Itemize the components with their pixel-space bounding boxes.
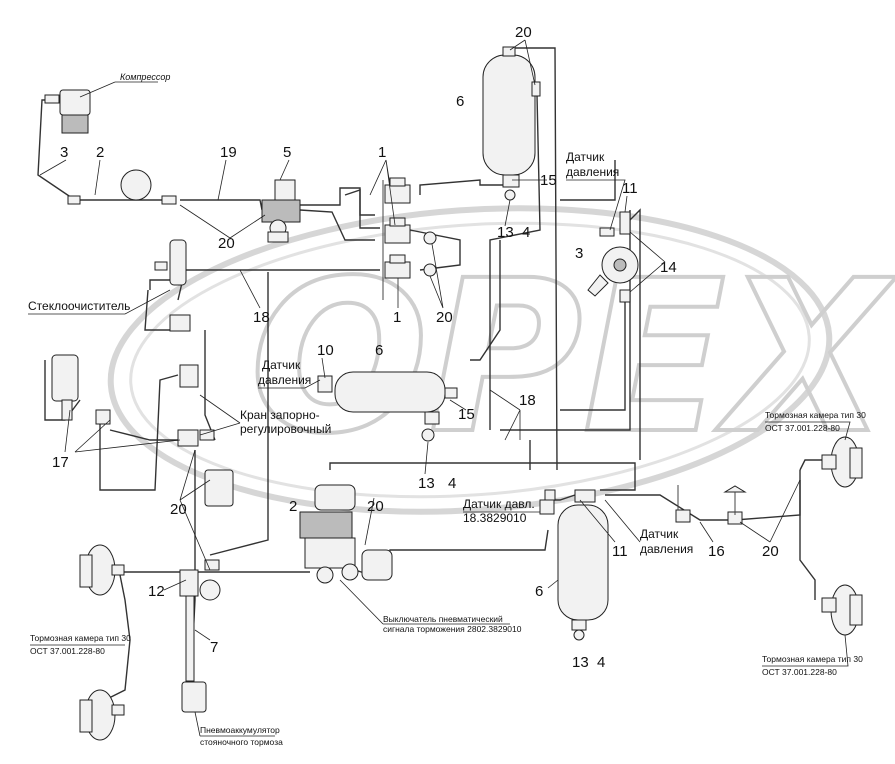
callout-numbers: 3 2 19 5 20 1 20 6 15 13 4 11 3 14 18 1 … — [52, 24, 779, 671]
brake-chamber-right-bottom — [821, 584, 863, 636]
brake-chamber-left-bottom — [79, 689, 125, 741]
accumulator-label-2: стояночного тормоза — [200, 737, 283, 747]
left-valves — [51, 314, 234, 507]
sensor-label-bottom-2: давления — [640, 542, 693, 556]
washer-reservoir — [154, 239, 187, 286]
switch-label-2: сигнала торможения 2802.3829010 — [383, 624, 522, 634]
callout-20-a: 20 — [218, 235, 235, 252]
callout-17: 17 — [52, 454, 69, 471]
sensor-label-top-2: давления — [566, 165, 619, 179]
callout-6-bottom: 6 — [535, 583, 543, 600]
callout-20-valve: 20 — [367, 498, 384, 515]
callout-13-top: 13 — [497, 224, 514, 241]
callout-18-left: 18 — [253, 309, 270, 326]
callout-6-top: 6 — [456, 93, 464, 110]
callout-4-bottom: 4 — [597, 654, 605, 671]
callout-2: 2 — [96, 144, 104, 161]
text-labels: Стеклоочиститель Датчик давления Датчик … — [28, 150, 866, 747]
callout-11-top: 11 — [622, 180, 638, 197]
receiver-middle — [317, 371, 458, 442]
callout-4-top: 4 — [522, 224, 530, 241]
callout-13-mid: 13 — [418, 475, 435, 492]
accumulator-label-1: Пневмоаккумулятор — [200, 725, 280, 735]
callout-16: 16 — [708, 543, 725, 560]
compressor-label: Компрессор — [120, 72, 170, 82]
chamber-left-std: ОСТ 37.001.228-80 — [30, 646, 105, 656]
callout-20-top: 20 — [515, 24, 532, 41]
callout-leaders — [39, 39, 801, 641]
callout-14: 14 — [660, 259, 677, 276]
callout-2-bottom: 2 — [289, 498, 297, 515]
callout-19: 19 — [220, 144, 237, 161]
watermark-text: OPEX — [250, 235, 895, 480]
chamber-right-bottom-title: Тормозная камера тип 30 — [762, 654, 863, 664]
callout-4-mid: 4 — [448, 475, 456, 492]
callout-3: 3 — [60, 144, 68, 161]
callout-15-mid: 15 — [458, 406, 475, 423]
spring-accumulator — [179, 559, 221, 713]
valve-label-1: Кран запорно- — [240, 408, 320, 422]
callout-20-right: 20 — [762, 543, 779, 560]
chamber-right-bottom-std: ОСТ 37.001.228-80 — [762, 667, 837, 677]
pressure-sensor-small — [539, 489, 556, 515]
brake-valve — [299, 484, 393, 584]
chamber-left-title: Тормозная камера тип 30 — [30, 633, 131, 643]
callout-3-right: 3 — [575, 245, 583, 262]
callout-10: 10 — [317, 342, 334, 359]
pressure-gauge-unit — [587, 211, 639, 303]
sensor-short-label: Датчик давл. — [463, 497, 535, 511]
callout-7: 7 — [210, 639, 218, 656]
callout-18-right: 18 — [519, 392, 536, 409]
washer-label: Стеклоочиститель — [28, 299, 130, 313]
callout-20-mid: 20 — [436, 309, 453, 326]
sensor-code-label: 18.3829010 — [463, 511, 527, 525]
sensor-label-mid-2: давления — [258, 373, 311, 387]
sensor-label-mid-1: Датчик — [262, 358, 301, 372]
callout-6-mid: 6 — [375, 342, 383, 359]
callout-15-top: 15 — [540, 172, 557, 189]
callout-12: 12 — [148, 583, 165, 600]
brake-chamber-right-top — [821, 436, 863, 488]
pressure-regulator — [261, 179, 301, 243]
callout-11-bottom: 11 — [612, 543, 628, 560]
air-filter — [67, 169, 177, 205]
callout-13-bottom: 13 — [572, 654, 589, 671]
receiver-top — [482, 46, 541, 201]
callout-1-top: 1 — [378, 144, 386, 161]
chamber-right-top-std: ОСТ 37.001.228-80 — [765, 423, 840, 433]
switch-label-1: Выключатель пневматический — [383, 614, 503, 624]
brake-chamber-left-top — [79, 544, 125, 596]
coupling-heads — [675, 485, 747, 525]
sensor-label-top-1: Датчик — [566, 150, 605, 164]
compressor: Компрессор — [44, 72, 170, 134]
valve-label-2: регулировочный — [240, 422, 331, 436]
callout-1-bottom: 1 — [393, 309, 401, 326]
chamber-right-top-title: Тормозная камера тип 30 — [765, 410, 866, 420]
callout-5: 5 — [283, 144, 291, 161]
watermark: OPEX — [107, 205, 895, 515]
sensor-label-bottom-1: Датчик — [640, 527, 679, 541]
receiver-right — [557, 489, 609, 641]
